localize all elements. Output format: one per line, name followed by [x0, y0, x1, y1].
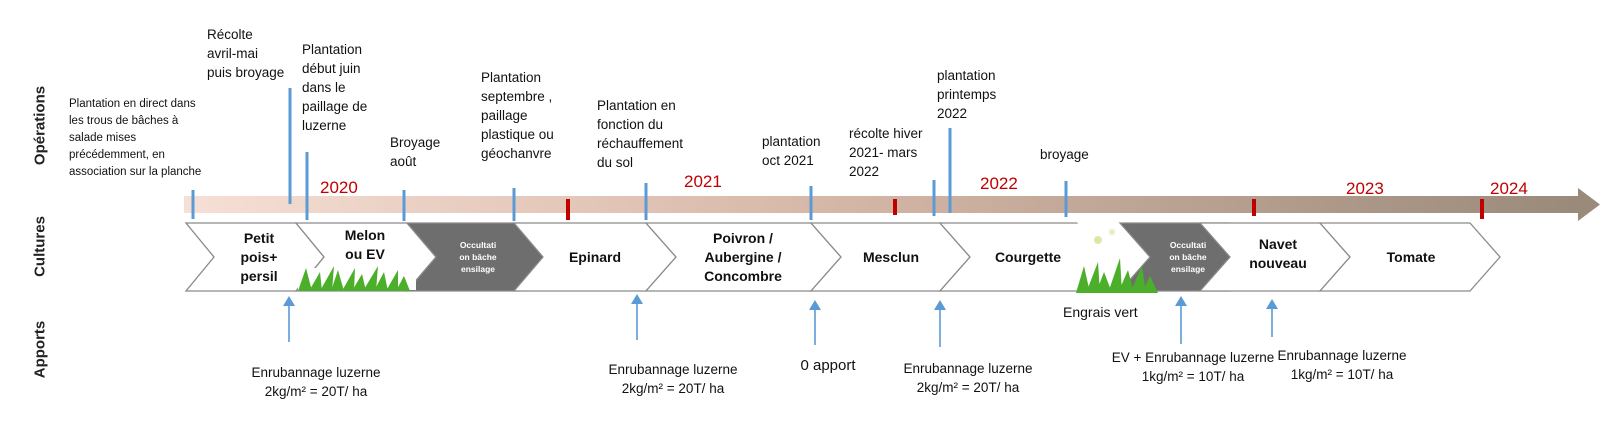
- year-label-2024: 2024: [1490, 179, 1528, 198]
- year-marker-2022-2023: [1252, 199, 1256, 216]
- crop-label-occultation-2: Occultati on bâche ensilage: [1169, 240, 1207, 274]
- year-label-2021: 2021: [684, 172, 722, 191]
- operation-text: broyage: [1040, 147, 1089, 162]
- crop-chevrons: [184, 221, 1501, 293]
- crop-label-navet: Navet nouveau: [1249, 236, 1307, 271]
- chevron-tomate: [1318, 222, 1501, 292]
- crop-label-poivron: Poivron / Aubergine / Concombre: [704, 229, 782, 284]
- grass-decoration-1: [298, 266, 416, 291]
- engrais-vert-label: Engrais vert: [1063, 304, 1138, 320]
- crop-label-petit-pois: Petit pois+ persil: [240, 229, 278, 284]
- crop-label-epinard: Epinard: [568, 248, 622, 265]
- row-label-apports: Apports: [31, 320, 49, 379]
- year-label-2023: 2023: [1346, 179, 1384, 198]
- timeline-arrowhead: [1578, 188, 1600, 221]
- crop-label-melon: Melon ou EV: [344, 227, 386, 262]
- operation-text: Plantation en fonction du réchauffement …: [597, 98, 684, 170]
- apport-text: Enrubannage luzerne 2kg/m² = 20T/ ha: [608, 362, 738, 396]
- timeline-bar: [184, 196, 1580, 213]
- grass-decoration-2: [1076, 229, 1158, 293]
- operation-text: Plantation début juin dans le paillage d…: [302, 42, 368, 133]
- crop-label-mesclun: Mesclun: [862, 248, 919, 265]
- crop-label-occultation-1: Occultati on bâche ensilage: [459, 240, 497, 274]
- apport-text: Enrubannage luzerne 1kg/m² = 10T/ ha: [1277, 348, 1407, 382]
- apport-arrows: [283, 294, 1278, 347]
- apport-text: Enrubannage luzerne 2kg/m² = 20T/ ha: [903, 361, 1033, 395]
- year-marker-2020-2021: [566, 199, 570, 220]
- operation-text: récolte hiver 2021- mars 2022: [849, 126, 923, 179]
- year-label-2020: 2020: [320, 178, 358, 197]
- operation-text: Récolte avril-mai puis broyage: [207, 27, 285, 80]
- year-marker-2021-2022: [893, 199, 897, 215]
- crop-label-tomate: Tomate: [1386, 248, 1436, 265]
- operation-text: plantation printemps 2022: [937, 68, 997, 121]
- operation-text: Plantation septembre , paillage plastiqu…: [481, 70, 554, 161]
- operation-text: plantation oct 2021: [762, 134, 821, 168]
- apport-text: 0 apport: [800, 357, 856, 374]
- operation-ticks: [191, 88, 1068, 221]
- apport-text: Enrubannage luzerne 2kg/m² = 20T/ ha: [251, 365, 381, 399]
- crop-label-courgette: Courgette: [994, 248, 1062, 265]
- operation-text: Plantation en direct dans les trous de b…: [69, 98, 202, 178]
- year-label-2022: 2022: [980, 174, 1018, 193]
- apport-text: EV + Enrubannage luzerne 1kg/m² = 10T/ h…: [1111, 350, 1275, 384]
- operation-text: Broyage août: [390, 135, 441, 169]
- row-label-cultures: Cultures: [31, 216, 49, 277]
- year-marker-2023-2024: [1480, 199, 1484, 219]
- row-label-operations: Opérations: [31, 85, 49, 166]
